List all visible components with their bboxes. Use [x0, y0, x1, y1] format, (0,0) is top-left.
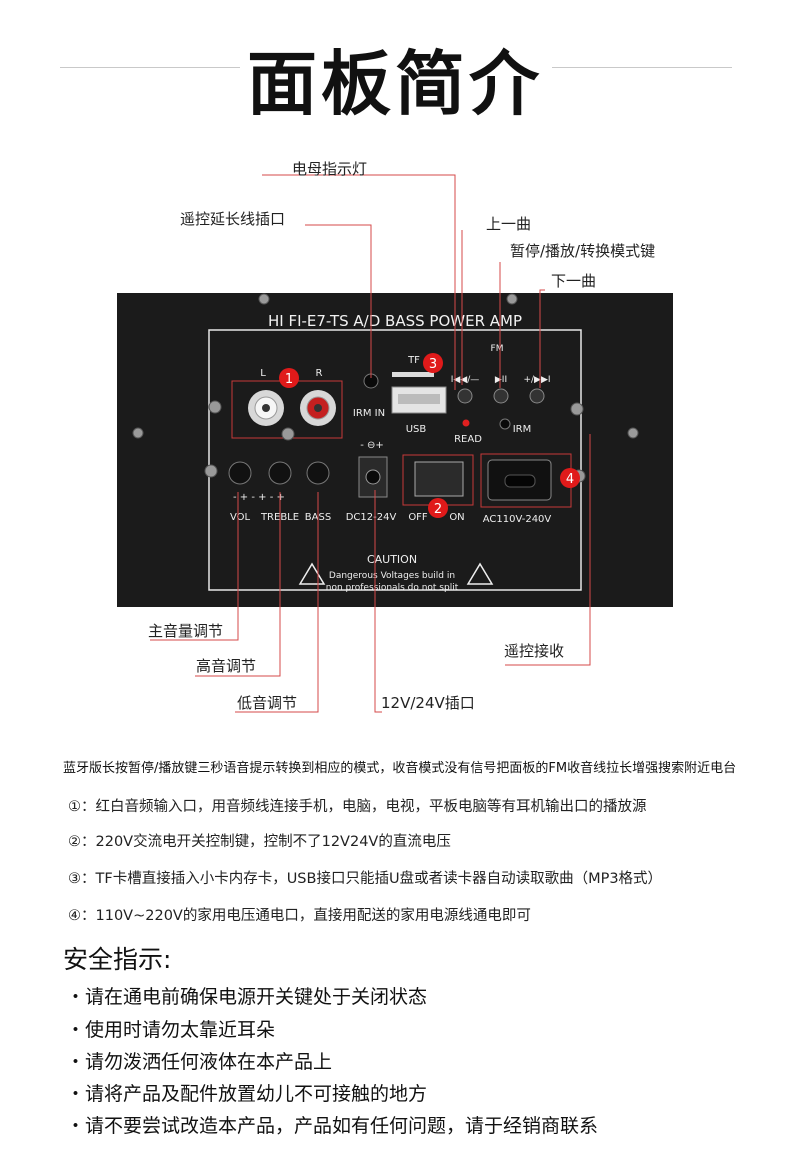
read-led [462, 419, 470, 427]
badge-1: 1 [279, 368, 299, 388]
desc-item-2: ②：220V交流电开关控制键，控制不了12V24V的直流电压 [68, 834, 451, 850]
page-title: 面板简介 [247, 43, 543, 125]
safety-item-4: ・请将产品及配件放置幼儿不可接触的地方 [66, 1083, 428, 1105]
irm-label: IRM [513, 424, 532, 435]
caution-title: CAUTION [367, 553, 417, 566]
usb-label: USB [406, 424, 427, 435]
screw-icon [132, 427, 144, 439]
callout-next-track: 下一曲 [551, 272, 597, 290]
vol-label: VOL [230, 512, 251, 523]
panel-illustration: HI FI-E7-TS A/D BASS POWER AMP L R IRM I… [117, 174, 673, 713]
callout-power-led: 电母指示灯 [292, 160, 368, 178]
title-divider-right [552, 67, 732, 68]
screw-icon [570, 402, 584, 416]
play-button-label: ▶II [495, 375, 507, 385]
prev-button[interactable] [457, 388, 473, 404]
minus-plus-marks: - + - + - + [233, 492, 285, 503]
next-button-label: +/▶▶I [523, 375, 550, 385]
read-label: READ [454, 434, 482, 445]
screw-icon [506, 293, 518, 305]
intro-text: 蓝牙版长按暂停/播放键三秒语音提示转换到相应的模式，收音模式没有信号把面板的FM… [63, 761, 737, 776]
svg-text:3: 3 [429, 357, 437, 372]
badge-3: 3 [423, 353, 443, 373]
vol-knob[interactable] [228, 461, 252, 485]
callout-bass: 低音调节 [237, 694, 298, 712]
safety-item-3: ・请勿泼洒任何液体在本产品上 [66, 1051, 333, 1073]
treble-knob[interactable] [268, 461, 292, 485]
channel-r-label: R [316, 368, 323, 379]
callout-treble: 高音调节 [196, 657, 257, 675]
callout-prev-track: 上一曲 [486, 215, 532, 233]
fm-label: FM [491, 344, 504, 354]
callout-remote-ext: 遥控延长线插口 [180, 210, 286, 228]
irm-sensor [499, 418, 511, 430]
irm-in-label: IRM IN [353, 408, 385, 419]
warning-triangle-icon [466, 562, 494, 585]
safety-item-5: ・请不要尝试改造本产品，产品如有任何问题，请于经销商联系 [66, 1115, 599, 1137]
channel-l-label: L [260, 368, 266, 379]
svg-text:2: 2 [434, 502, 442, 517]
rca-red-jack[interactable] [300, 390, 336, 426]
ac-label: AC110V-240V [483, 514, 552, 525]
on-label: ON [449, 512, 464, 523]
power-switch[interactable] [414, 461, 464, 497]
badge-2: 2 [428, 498, 448, 518]
svg-text:4: 4 [566, 472, 574, 487]
header: 面板简介 [0, 22, 790, 125]
safety-item-1: ・请在通电前确保电源开关键处于关闭状态 [66, 986, 428, 1008]
prev-button-label: I◀◀/— [451, 375, 480, 385]
screw-icon [208, 400, 222, 414]
screw-icon [281, 427, 295, 441]
next-button[interactable] [529, 388, 545, 404]
desc-item-4: ④：110V~220V的家用电压通电口，直接用配送的家用电源线通电即可 [68, 908, 531, 924]
tf-card-slot[interactable] [392, 372, 434, 377]
caution-line-1: Dangerous Voltages build in [329, 571, 455, 581]
callout-dc-input: 12V/24V插口 [381, 694, 475, 712]
rca-white-jack[interactable] [248, 390, 284, 426]
callout-remote-rx: 遥控接收 [504, 642, 565, 660]
dc-label: DC12-24V [346, 512, 397, 523]
tf-label: TF [407, 355, 420, 366]
title-divider-left [60, 67, 240, 68]
desc-item-3: ③：TF卡槽直接插入小卡内存卡，USB接口只能插U盘或者读卡器自动读取歌曲（MP… [68, 871, 663, 887]
callout-play-pause: 暂停/播放/转换模式键 [510, 242, 656, 260]
bass-knob[interactable] [306, 461, 330, 485]
safety-item-2: ・使用时请勿太靠近耳朵 [66, 1019, 276, 1041]
safety-title: 安全指示: [63, 945, 172, 974]
svg-text:1: 1 [285, 372, 293, 387]
play-pause-button[interactable] [493, 388, 509, 404]
callout-main-volume: 主音量调节 [148, 622, 224, 640]
screw-icon [204, 464, 218, 478]
dc-polarity-label: - ⊖+ [360, 440, 384, 451]
off-label: OFF [408, 512, 428, 523]
desc-item-1: ①：红白音频输入口，用音频线连接手机，电脑，电视，平板电脑等有耳机输出口的播放源 [68, 799, 647, 815]
caution-line-2: non professionals do not split [326, 583, 459, 593]
model-name: HI FI-E7-TS A/D BASS POWER AMP [268, 312, 522, 330]
callout-lines [150, 174, 591, 713]
screw-icon [627, 427, 639, 439]
screw-icon [258, 293, 270, 305]
badge-4: 4 [560, 468, 580, 488]
